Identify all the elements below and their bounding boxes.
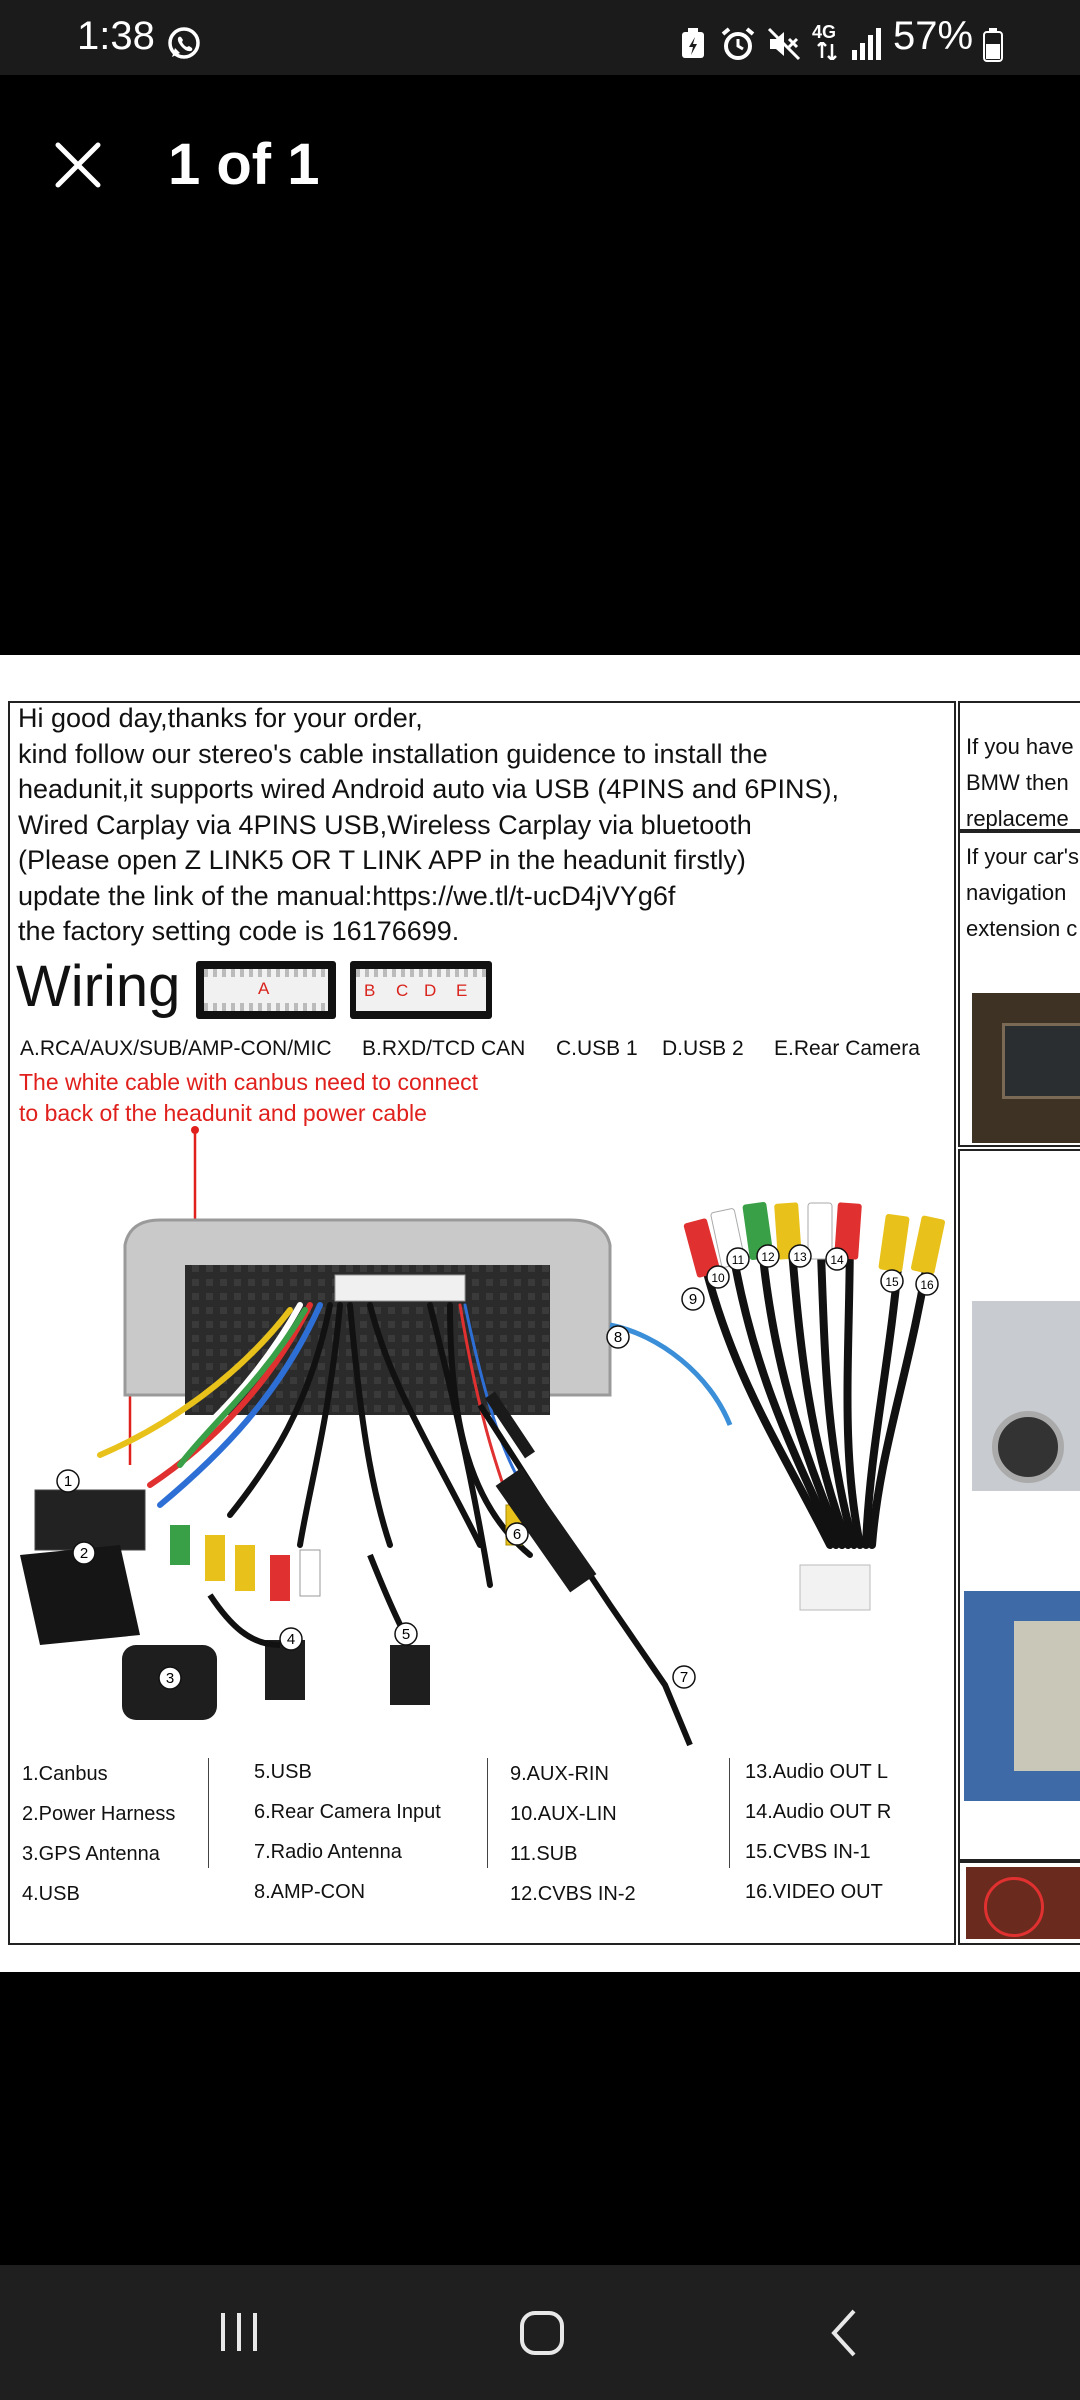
callout-14: 14: [830, 1253, 844, 1267]
callout-10: 10: [711, 1271, 725, 1285]
connector-a-diagram: A: [196, 961, 336, 1019]
alarm-icon: [721, 27, 755, 60]
battery-percent: 57%: [893, 14, 974, 58]
side-panel-text: extension c: [966, 916, 1078, 941]
callout-12: 12: [761, 1250, 775, 1264]
callout-5: 5: [402, 1626, 410, 1643]
callout-6: 6: [513, 1526, 521, 1543]
legend-item: 10.AUX-LIN: [510, 1803, 617, 1825]
side-panel-text: If your car's: [966, 844, 1080, 869]
intro-line: update the link of the manual:https://we…: [18, 880, 676, 911]
signal-icon: [852, 28, 881, 60]
intro-text: Hi good day,thanks for your order, kind …: [18, 701, 839, 950]
callout-1: 1: [64, 1473, 72, 1490]
callout-13: 13: [793, 1250, 807, 1264]
close-icon[interactable]: [52, 139, 104, 191]
network-4g-icon: 4G: [812, 22, 842, 62]
battery-icon: [983, 28, 1003, 62]
legend-item: 13.Audio OUT L: [745, 1761, 889, 1783]
callout-11: 11: [732, 1253, 745, 1267]
legend-item: 8.AMP-CON: [254, 1881, 366, 1903]
intro-line: Wired Carplay via 4PINS USB,Wireless Car…: [18, 809, 752, 840]
side-panel-text: If you have: [966, 734, 1074, 759]
product-image[interactable]: Hi good day,thanks for your order, kind …: [0, 655, 1080, 1972]
car-engine-photo: [972, 1301, 1080, 1491]
side-panel-3: [958, 1149, 1080, 1861]
back-icon[interactable]: [826, 2307, 862, 2359]
wiring-title: Wiring: [16, 954, 181, 1019]
side-panel-text: navigation: [966, 880, 1067, 905]
port-d-label: D.USB 2: [662, 1037, 744, 1060]
image-counter: 1 of 1: [168, 132, 320, 197]
whatsapp-icon: [168, 27, 200, 59]
callout-4: 4: [287, 1631, 295, 1648]
side-panel-text: replaceme: [966, 806, 1069, 831]
wiring-illustration: 1 2 3 4 5 6 7 8 9 10 11 12 13 14 15 16: [20, 1126, 946, 1747]
callout-15: 15: [885, 1275, 899, 1289]
legend-item: 2.Power Harness: [22, 1803, 176, 1825]
connector-d-label: D: [424, 981, 437, 1000]
legend-item: 12.CVBS IN-2: [510, 1883, 636, 1905]
connector-bcde-diagram: B C D E: [350, 961, 492, 1019]
intro-line: the factory setting code is 16176699.: [18, 916, 460, 946]
intro-line: (Please open Z LINK5 OR T LINK APP in th…: [18, 845, 746, 875]
wiring-harness-photo: [964, 1591, 1080, 1801]
intro-line: kind follow our stereo's cable installat…: [18, 738, 768, 769]
callout-16: 16: [920, 1278, 934, 1292]
legend-item: 15.CVBS IN-1: [745, 1841, 871, 1863]
intro-line: headunit,it supports wired Android auto …: [18, 774, 839, 804]
connector-b-label: B: [364, 981, 376, 1000]
callout-2: 2: [80, 1545, 88, 1562]
side-panel-text: BMW then: [966, 770, 1069, 795]
legend-item: 3.GPS Antenna: [22, 1843, 160, 1865]
viewer-header: 1 of 1: [0, 75, 1080, 655]
port-c-label: C.USB 1: [556, 1037, 638, 1060]
port-a-label: A.RCA/AUX/SUB/AMP-CON/MIC: [20, 1037, 332, 1060]
port-b-label: B.RXD/TCD CAN: [362, 1037, 526, 1060]
canbus-note: The white cable with canbus need to conn…: [19, 1067, 478, 1129]
port-e-label: E.Rear Camera: [774, 1037, 920, 1060]
status-time: 1:38: [77, 14, 155, 58]
legend-item: 1.Canbus: [22, 1763, 108, 1785]
connector-e-label: E: [456, 981, 468, 1000]
recent-apps-icon[interactable]: [216, 2309, 262, 2355]
status-bar: 1:38 4G 57%: [0, 0, 1080, 75]
battery-saver-icon: [682, 28, 704, 58]
navigation-bar: [0, 2265, 1080, 2400]
side-panel-1: If you have BMW then replaceme: [958, 701, 1080, 831]
home-icon[interactable]: [518, 2309, 566, 2357]
legend-item: 9.AUX-RIN: [510, 1763, 609, 1785]
legend-item: 5.USB: [254, 1761, 312, 1783]
side-panel-4: [958, 1861, 1080, 1945]
legend-item: 16.VIDEO OUT: [745, 1881, 883, 1903]
callout-9: 9: [689, 1291, 697, 1308]
connector-c-label: C: [396, 981, 409, 1000]
side-panel-2: If your car's navigation extension c: [958, 831, 1080, 1147]
callout-7: 7: [680, 1669, 688, 1686]
car-dashboard-photo: [972, 993, 1080, 1143]
legend-item: 4.USB: [22, 1883, 80, 1905]
legend-item: 14.Audio OUT R: [745, 1801, 892, 1823]
connector-a-label: A: [258, 979, 270, 998]
note-line: The white cable with canbus need to conn…: [19, 1069, 479, 1095]
callout-8: 8: [614, 1329, 622, 1346]
legend-item: 6.Rear Camera Input: [254, 1801, 441, 1823]
legend-item: 7.Radio Antenna: [254, 1841, 402, 1863]
legend-item: 11.SUB: [510, 1843, 578, 1865]
intro-line: Hi good day,thanks for your order,: [18, 703, 423, 733]
callout-3: 3: [166, 1670, 174, 1687]
note-line: to back of the headunit and power cable: [19, 1100, 427, 1126]
connector-closeup-photo: [966, 1867, 1080, 1939]
mute-icon: [767, 27, 801, 61]
